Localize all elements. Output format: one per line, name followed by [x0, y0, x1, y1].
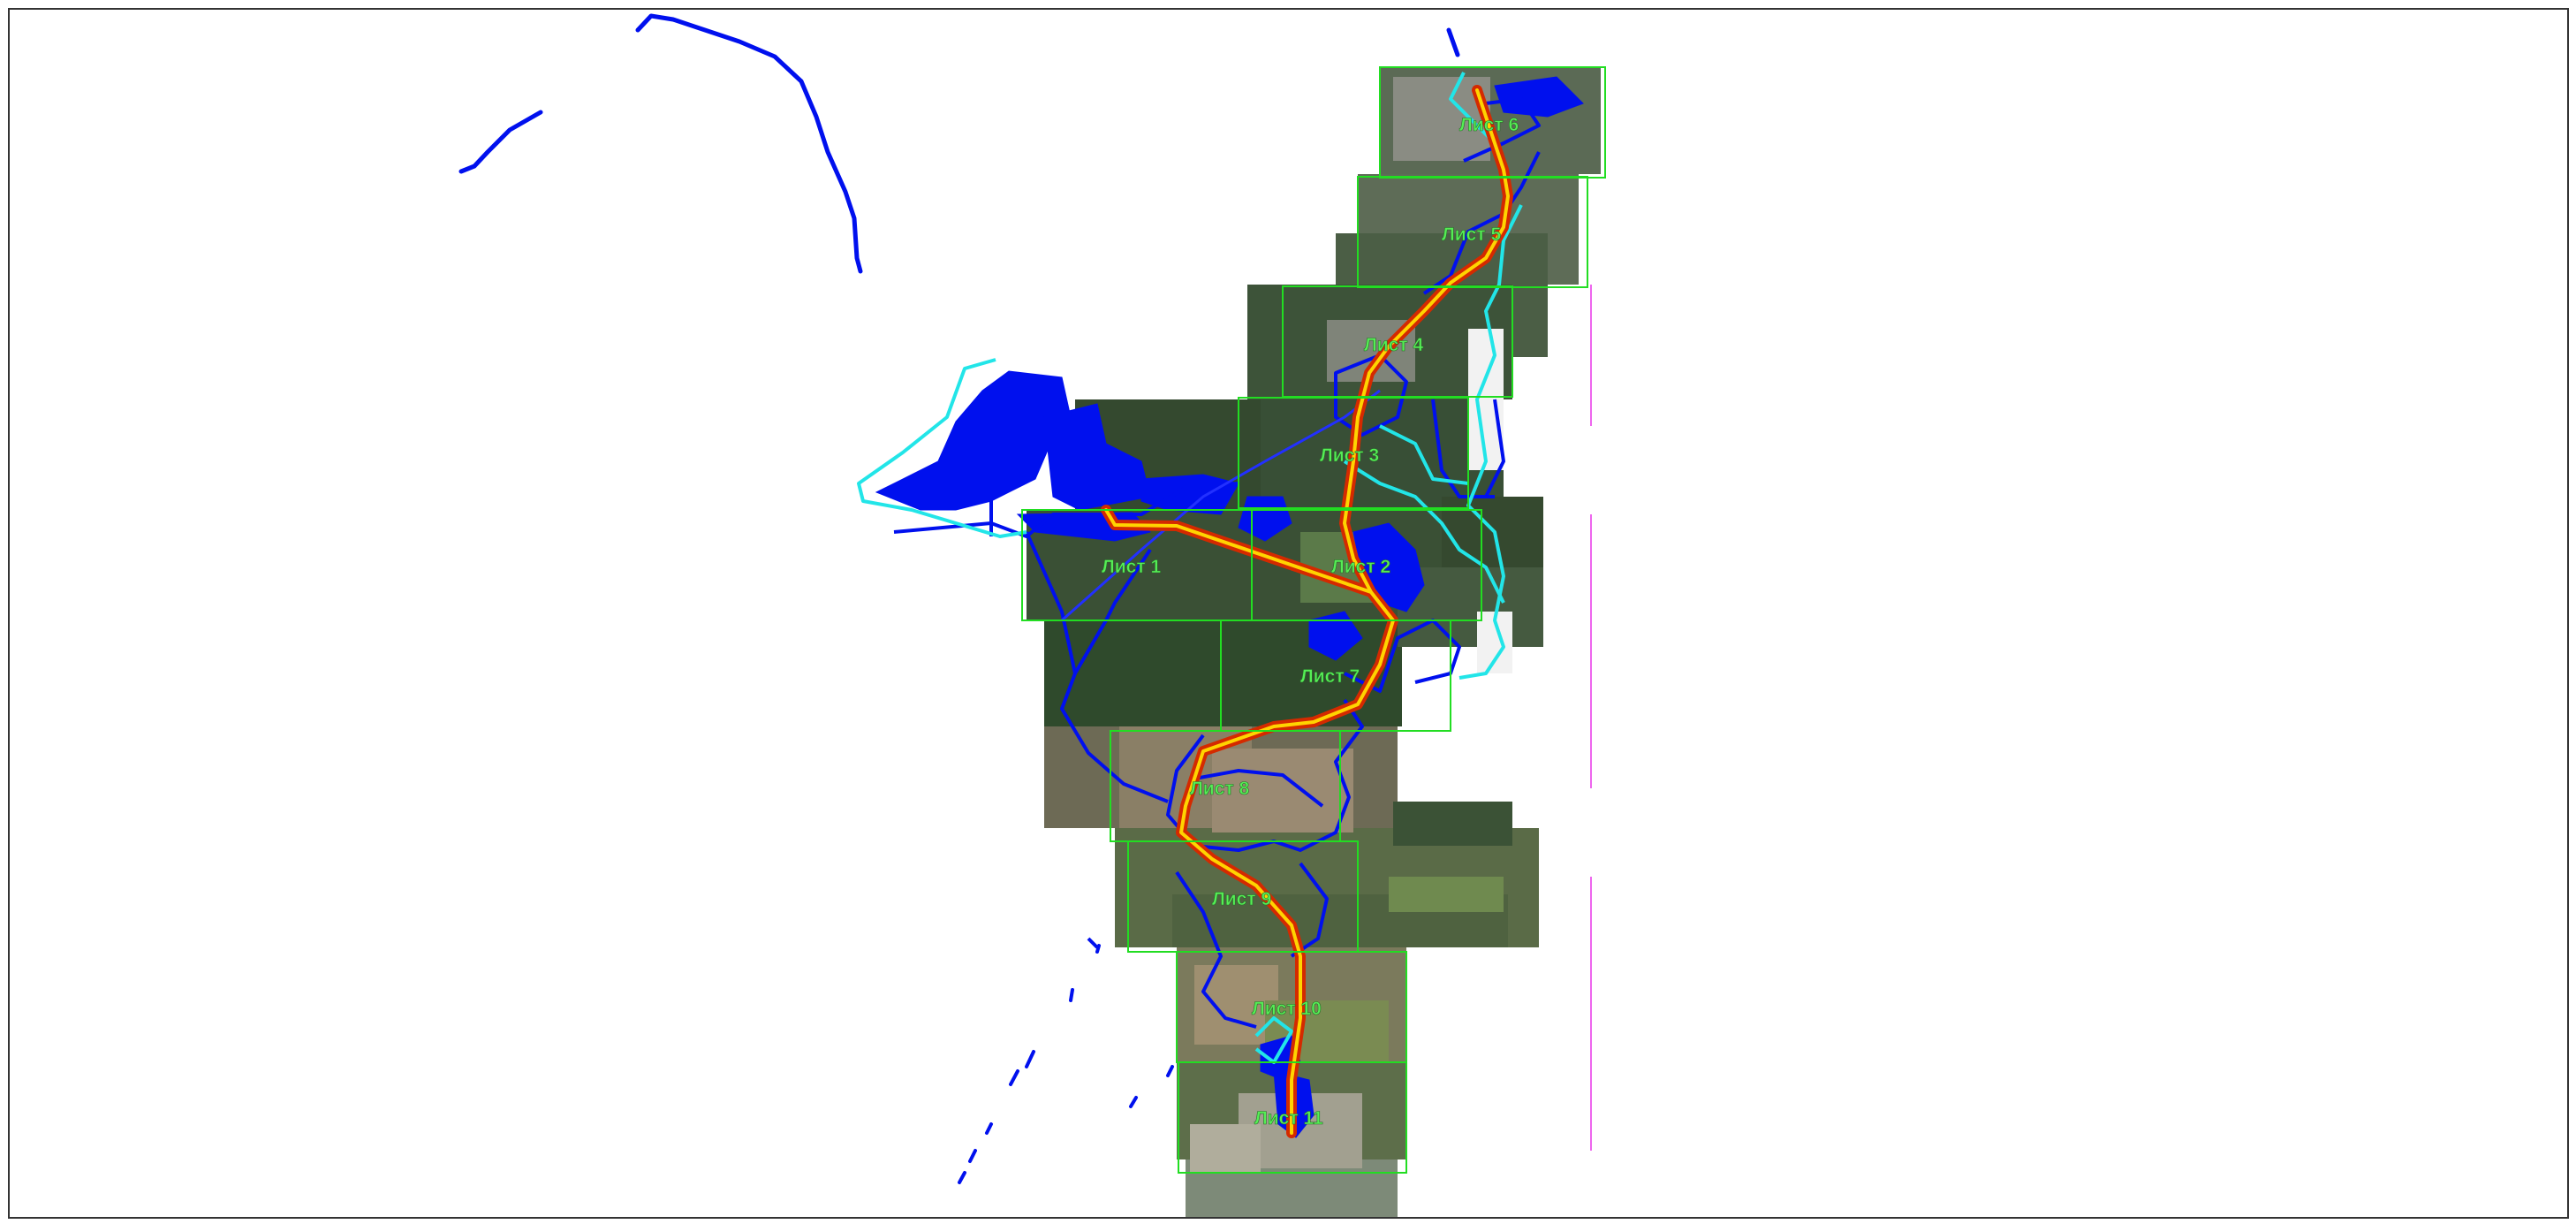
sheet-label-11: Лист 11 [1254, 1108, 1323, 1129]
cyan-stream-center [1343, 460, 1505, 604]
aerial-tile [1239, 399, 1504, 510]
parcel-outline [1025, 531, 1077, 674]
cyan-boundaries [857, 72, 1523, 1064]
sheet-frame-3[interactable] [1238, 397, 1469, 509]
parcel-river-mouth [1308, 611, 1363, 661]
map-canvas[interactable]: Лист 6 Лист 5 Лист 4 Лист 3 Лист 1 Лист … [10, 10, 2569, 1219]
dash-fragment [968, 1149, 977, 1163]
aerial-clearing [1468, 329, 1504, 470]
parcel-outline [1189, 769, 1324, 808]
parcel-outlines [893, 97, 1541, 1029]
sheet-label-10: Лист 10 [1252, 999, 1322, 1019]
dashed-fragments [958, 944, 1174, 1184]
parcel-north-cluster [1494, 76, 1584, 118]
dash-fragment [1129, 1096, 1138, 1108]
parcel-outline [1104, 548, 1152, 621]
parcel-outline [1431, 399, 1495, 498]
sheet-label-8: Лист 8 [1190, 779, 1249, 799]
cyan-stream-branch [1379, 424, 1469, 485]
dash-fragment [1166, 1065, 1174, 1077]
sheet-label-4: Лист 4 [1364, 335, 1423, 355]
parcel-outline [1060, 619, 1169, 803]
sheet-label-6: Лист 6 [1459, 115, 1519, 135]
dash-fragment [985, 1122, 993, 1135]
cyan-stream-south [1254, 1016, 1293, 1064]
parcel-outline [1484, 399, 1505, 498]
dash-fragment [1009, 1069, 1019, 1086]
cyan-boundary-west [857, 358, 1027, 538]
sheet-label-2: Лист 2 [1331, 557, 1390, 577]
river-fragment-east [1446, 27, 1460, 57]
route[interactable] [1101, 85, 1513, 1138]
sheet-frames [1021, 66, 1606, 1174]
river-fragments [458, 13, 1460, 274]
parcel-cluster-west [875, 370, 1072, 511]
parcel-outline [989, 468, 1011, 536]
sheet-label-7: Лист 7 [1300, 666, 1360, 687]
parcel-outline [1087, 937, 1099, 949]
river-fragment-west [458, 110, 543, 174]
sheet-label-3: Лист 3 [1320, 445, 1379, 466]
aerial-tile [1393, 802, 1512, 846]
dash-fragment [1069, 988, 1074, 1002]
sheet-label-9: Лист 9 [1212, 889, 1271, 909]
river-fragment-north [635, 13, 863, 274]
dash-fragment [958, 1171, 966, 1184]
aerial-field [1389, 877, 1504, 912]
sheet-label-5: Лист 5 [1442, 224, 1501, 245]
sheet-frame-11[interactable] [1178, 1061, 1407, 1174]
cyan-boundary-north [1449, 72, 1496, 145]
parcel-outline [1175, 870, 1257, 1029]
forest-road [1061, 389, 1381, 622]
parcel-outline [1422, 151, 1541, 295]
cyan-stream-east [1458, 204, 1523, 680]
sheet-label-1: Лист 1 [1102, 557, 1161, 577]
route-core[interactable] [1104, 88, 1510, 1135]
dash-fragment [1025, 1050, 1035, 1068]
dash-fragment [1095, 944, 1101, 954]
parcel-outline [1290, 862, 1329, 958]
sheet-labels: Лист 6 Лист 5 Лист 4 Лист 3 Лист 1 Лист … [1102, 115, 1519, 1129]
map-frame: Лист 6 Лист 5 Лист 4 Лист 3 Лист 1 Лист … [8, 8, 2569, 1219]
aerial-settlement [1190, 1124, 1261, 1173]
aerial-field [1212, 749, 1353, 832]
parcel-outline [1463, 97, 1541, 163]
